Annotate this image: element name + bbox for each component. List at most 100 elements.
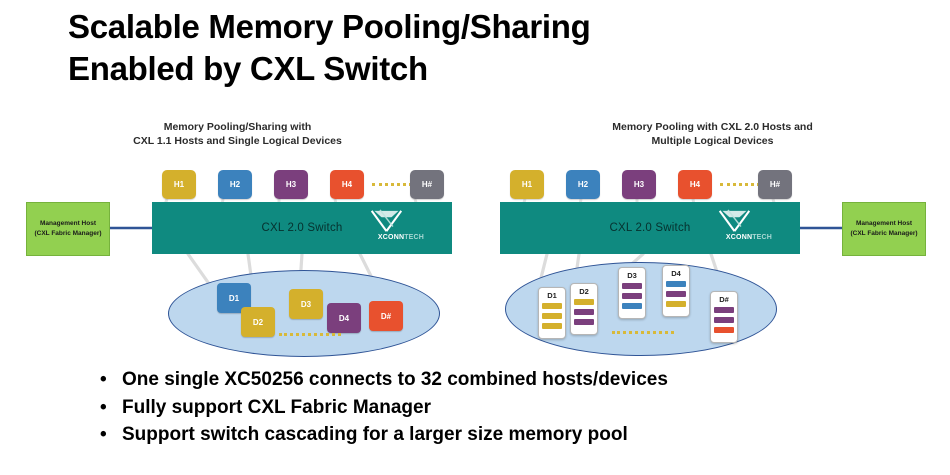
xconn-logo-left: XCONNTECH xyxy=(368,209,434,248)
mld-device-d2-stripe-3 xyxy=(573,319,595,325)
bullet-text-2: Fully support CXL Fabric Manager xyxy=(122,396,431,418)
diagram-area: Memory Pooling/Sharing with CXL 1.1 Host… xyxy=(0,110,950,360)
cxl-switch-right[interactable]: CXL 2.0 Switch XCONNTECH xyxy=(500,202,800,254)
mld-device-d3[interactable]: D3 xyxy=(618,267,646,319)
host-chip-h2-right[interactable]: H2 xyxy=(566,170,600,199)
host-chip-h3-label: H3 xyxy=(285,180,297,189)
page-title-line-2: Enabled by CXL Switch xyxy=(68,49,428,87)
device-dn-left-label: D# xyxy=(380,311,392,321)
host-chip-h2[interactable]: H2 xyxy=(218,170,252,199)
xconn-logo-right: XCONNTECH xyxy=(716,209,782,248)
host-ellipsis-left xyxy=(372,183,430,189)
device-d3-left[interactable]: D3 xyxy=(289,289,323,319)
mld-device-dn-stripe-2 xyxy=(713,317,735,323)
panel-caption-right-line-1: Memory Pooling with CXL 2.0 Hosts and xyxy=(612,121,813,133)
cxl-switch-right-label: CXL 2.0 Switch xyxy=(609,222,691,234)
cxl-switch-left-label: CXL 2.0 Switch xyxy=(261,222,343,234)
mld-device-dn-stripe-1 xyxy=(713,307,735,313)
mld-device-d1-label: D1 xyxy=(547,291,557,300)
cxl-switch-left[interactable]: CXL 2.0 Switch XCONNTECH xyxy=(152,202,452,254)
page-title: Scalable Memory Pooling/Sharing Enabled … xyxy=(68,6,888,89)
device-d4-left[interactable]: D4 xyxy=(327,303,361,333)
mld-device-d1-stripe-2 xyxy=(541,313,563,319)
mld-device-dn-stripe-3 xyxy=(713,327,735,333)
host-chip-h2-label: H2 xyxy=(229,180,241,189)
mld-device-d3-stripe-2 xyxy=(621,293,643,299)
bullet-marker-3: • xyxy=(100,424,107,446)
mld-device-d2[interactable]: D2 xyxy=(570,283,598,335)
host-chip-h4-right-label: H4 xyxy=(689,180,701,189)
host-row-left: H1 H2 H3 H4 H# xyxy=(152,170,452,200)
panel-caption-left-line-2: CXL 1.1 Hosts and Single Logical Devices xyxy=(133,135,342,148)
mld-device-dn[interactable]: D# xyxy=(710,291,738,343)
diagram-panel-single-logical-devices: Memory Pooling/Sharing with CXL 1.1 Host… xyxy=(0,110,475,360)
host-chip-hn-right[interactable]: H# xyxy=(758,170,792,199)
host-row-right: H1 H2 H3 H4 H# xyxy=(500,170,800,200)
management-host-left-line-1: Management Host xyxy=(40,219,96,227)
management-host-right-line-1: Management Host xyxy=(856,219,912,227)
bullet-item-1: • One single XC50256 connects to 32 comb… xyxy=(100,366,900,394)
device-d2-left[interactable]: D2 xyxy=(241,307,275,337)
diagram-panel-multiple-logical-devices: Memory Pooling with CXL 2.0 Hosts and Mu… xyxy=(475,110,950,360)
device-d3-left-label: D3 xyxy=(300,299,312,309)
mld-device-d2-stripe-2 xyxy=(573,309,595,315)
bullet-text-3: Support switch cascading for a larger si… xyxy=(122,424,628,446)
mld-device-d4-label: D4 xyxy=(671,269,681,278)
xconn-wordmark-primary-right: XCONN xyxy=(725,234,753,241)
host-chip-hn[interactable]: H# xyxy=(410,170,444,199)
xconn-wordmark-right: XCONNTECH xyxy=(716,234,782,241)
host-chip-hn-label: H# xyxy=(421,180,433,189)
memory-pool-ellipse-right: D1 D2 D3 D4 xyxy=(505,262,777,356)
device-d1-left-label: D1 xyxy=(228,293,240,303)
mld-device-dn-label: D# xyxy=(719,295,729,304)
mld-device-d4-stripe-2 xyxy=(665,291,687,297)
host-chip-h3-right[interactable]: H3 xyxy=(622,170,656,199)
page-title-line-1: Scalable Memory Pooling/Sharing xyxy=(68,8,591,45)
mld-device-d1-stripe-1 xyxy=(541,303,563,309)
memory-pool-ellipse-left: D1 D2 D3 D4 D# xyxy=(168,270,440,357)
management-host-left-line-2: (CXL Fabric Manager) xyxy=(34,230,102,237)
xconn-wordmark-secondary-left: TECH xyxy=(404,234,425,241)
mld-device-d3-stripe-1 xyxy=(621,283,643,289)
host-chip-h1-right[interactable]: H1 xyxy=(510,170,544,199)
panel-caption-left: Memory Pooling/Sharing with CXL 1.1 Host… xyxy=(50,120,425,149)
host-chip-h1-label: H1 xyxy=(173,180,185,189)
host-chip-hn-right-label: H# xyxy=(769,180,781,189)
bullet-list: • One single XC50256 connects to 32 comb… xyxy=(100,366,900,449)
xconn-x-mark-icon xyxy=(370,209,403,232)
device-ellipsis-left xyxy=(279,333,341,339)
device-ellipsis-right xyxy=(612,331,674,337)
bullet-marker-1: • xyxy=(100,369,107,390)
host-chip-h4[interactable]: H4 xyxy=(330,170,364,199)
device-d4-left-label: D4 xyxy=(338,313,350,323)
mld-device-d4-stripe-1 xyxy=(665,281,687,287)
mld-device-d3-stripe-3 xyxy=(621,303,643,309)
mld-device-d1-stripe-3 xyxy=(541,323,563,329)
host-chip-h4-label: H4 xyxy=(341,180,353,189)
xconn-wordmark-left: XCONNTECH xyxy=(368,234,434,241)
host-chip-h2-right-label: H2 xyxy=(577,180,589,189)
host-chip-h1[interactable]: H1 xyxy=(162,170,196,199)
host-chip-h4-right[interactable]: H4 xyxy=(678,170,712,199)
management-host-left[interactable]: Management Host (CXL Fabric Manager) xyxy=(26,202,110,256)
management-host-right-line-2: (CXL Fabric Manager) xyxy=(850,230,918,237)
management-host-right[interactable]: Management Host (CXL Fabric Manager) xyxy=(842,202,926,256)
mld-device-d2-label: D2 xyxy=(579,287,589,296)
bullet-marker-2: • xyxy=(100,396,107,418)
device-dn-left[interactable]: D# xyxy=(369,301,403,331)
bullet-item-3: • Support switch cascading for a larger … xyxy=(100,421,900,449)
mld-device-d1[interactable]: D1 xyxy=(538,287,566,339)
panel-caption-left-line-1: Memory Pooling/Sharing with xyxy=(163,121,312,133)
mld-device-d3-label: D3 xyxy=(627,271,637,280)
bullet-text-1: One single XC50256 connects to 32 combin… xyxy=(122,369,668,390)
host-chip-h1-right-label: H1 xyxy=(521,180,533,189)
host-chip-h3[interactable]: H3 xyxy=(274,170,308,199)
mld-device-d4-stripe-3 xyxy=(665,301,687,307)
bullet-item-2: • Fully support CXL Fabric Manager xyxy=(100,394,900,422)
device-d2-left-label: D2 xyxy=(252,317,264,327)
mld-device-d4[interactable]: D4 xyxy=(662,265,690,317)
mld-device-d2-stripe-1 xyxy=(573,299,595,305)
xconn-wordmark-primary-left: XCONN xyxy=(377,234,405,241)
panel-caption-right: Memory Pooling with CXL 2.0 Hosts and Mu… xyxy=(525,120,900,149)
host-chip-h3-right-label: H3 xyxy=(633,180,645,189)
